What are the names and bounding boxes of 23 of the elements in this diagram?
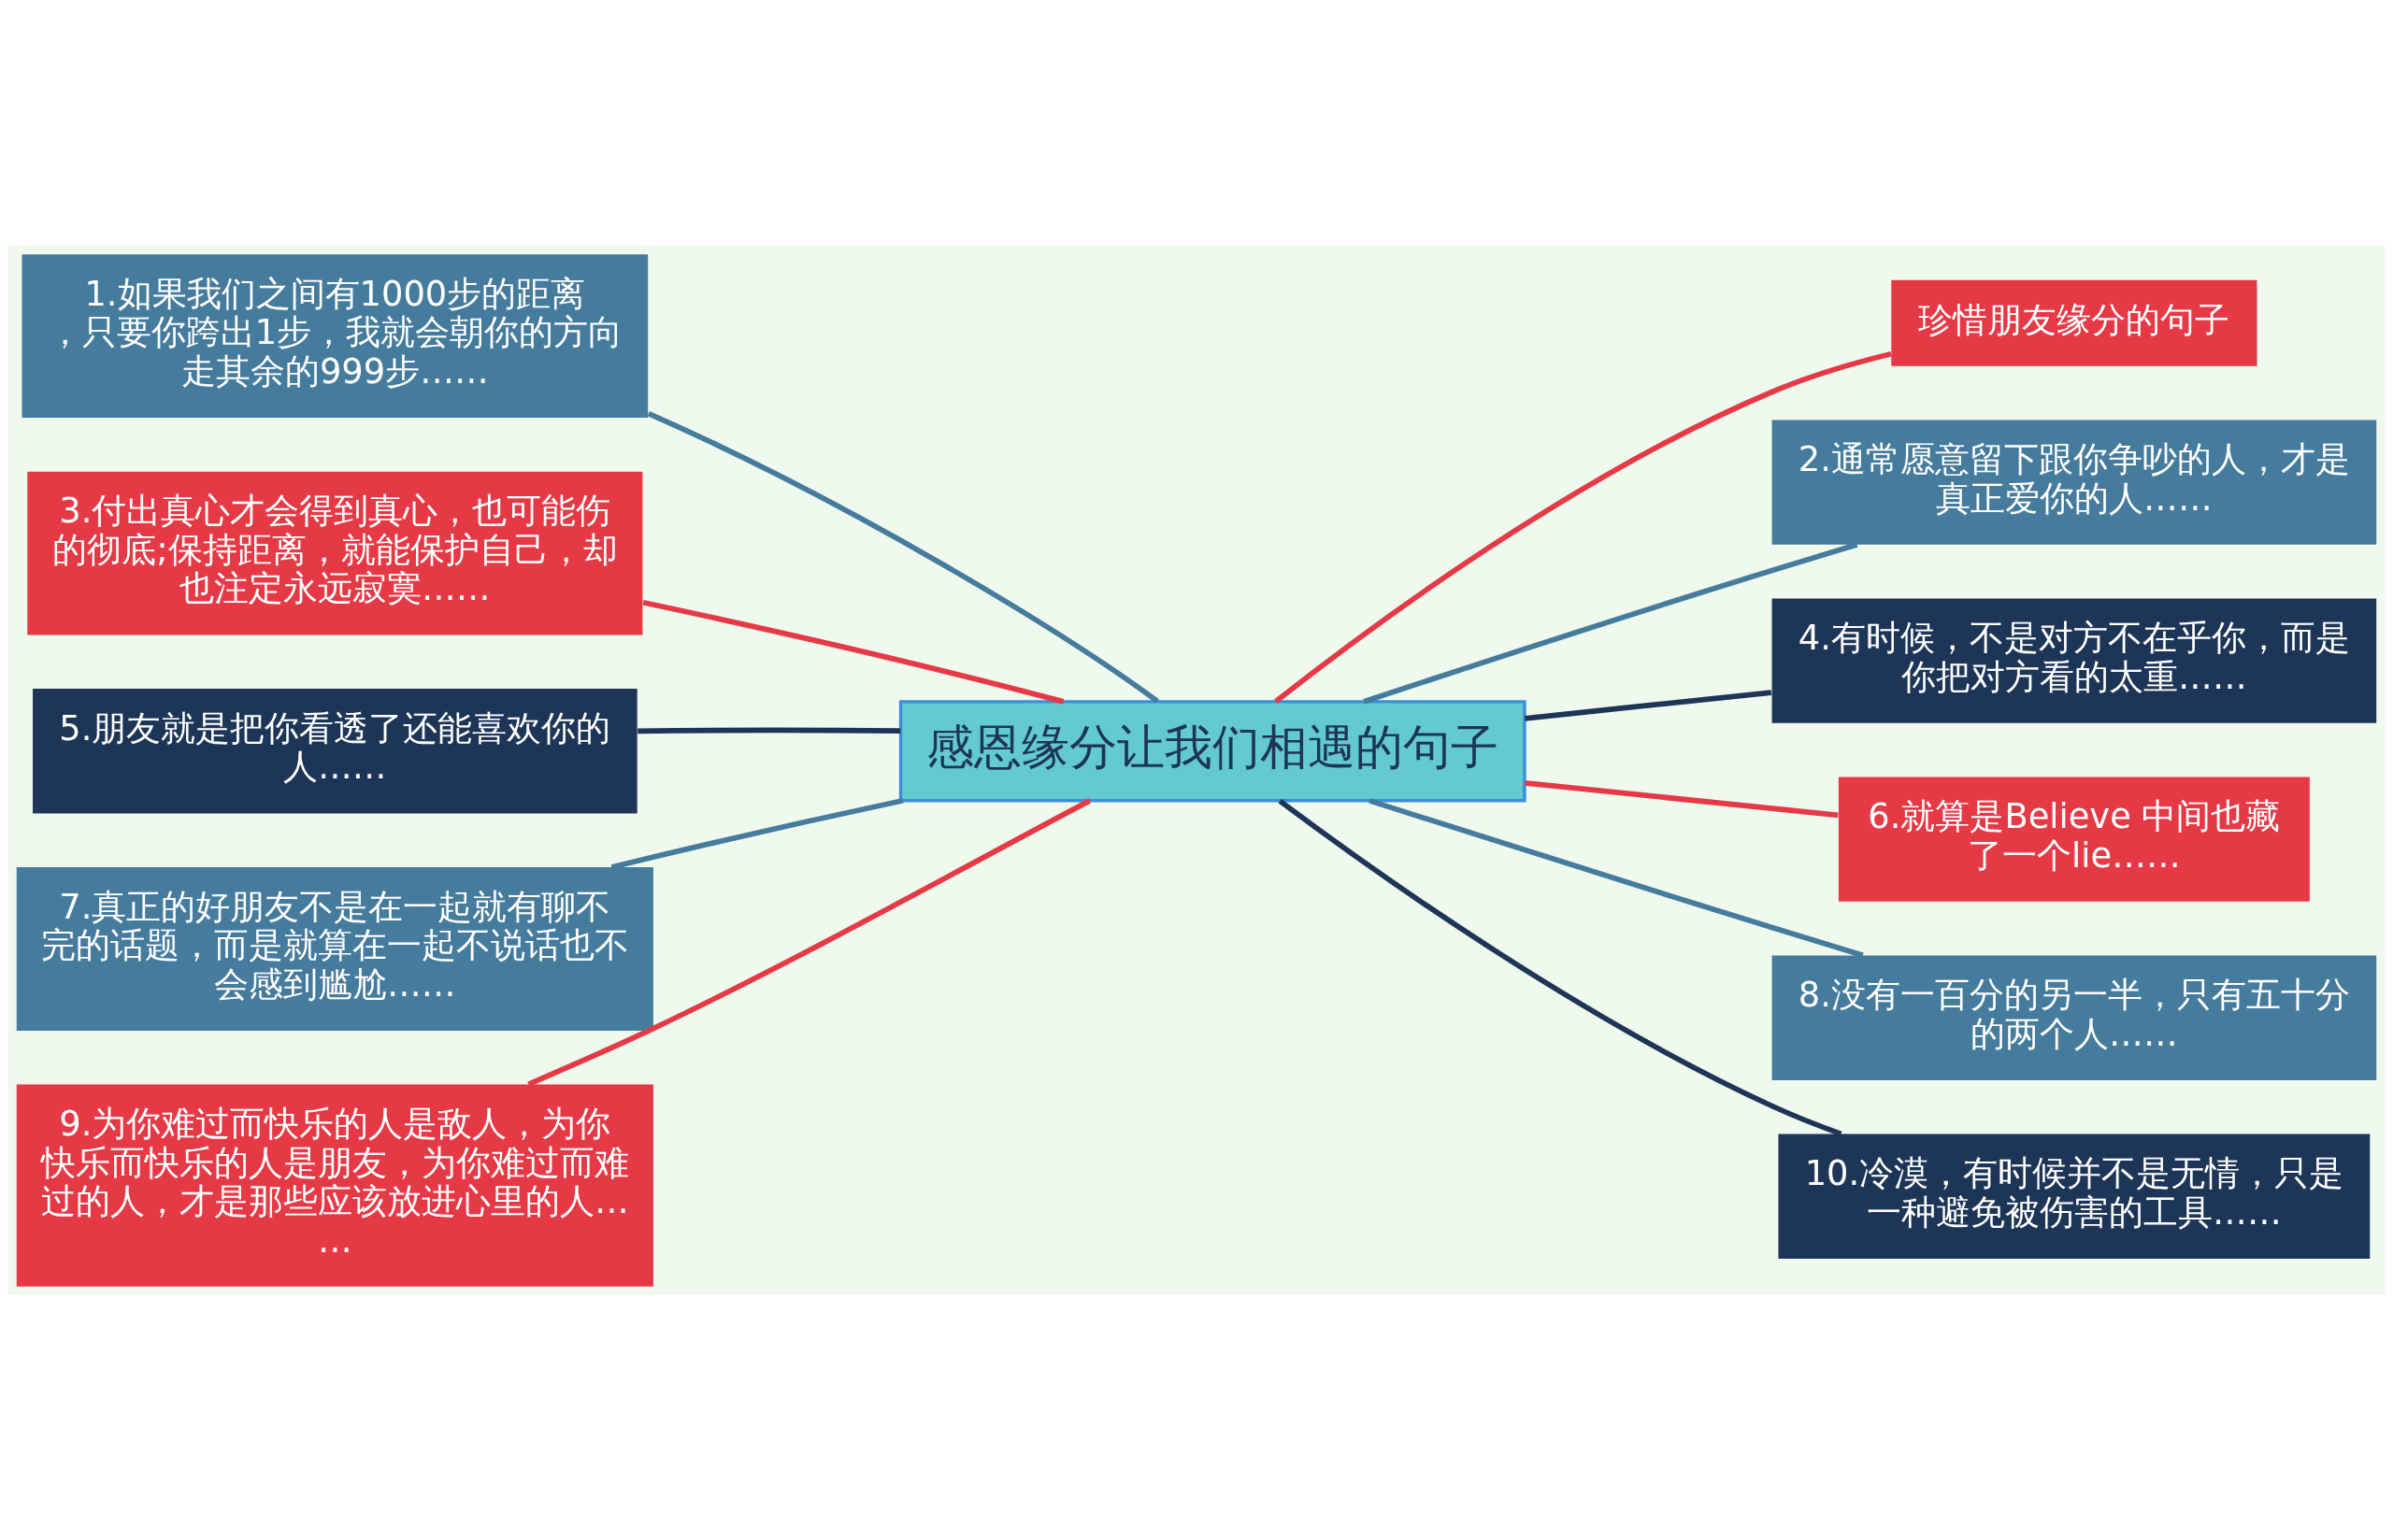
connector xyxy=(1278,798,1842,1136)
node-box: 珍惜朋友缘分的句子 xyxy=(1891,279,2257,366)
connector xyxy=(1368,797,1864,958)
node-box: 1.如果我们之间有1000步的距离，只要你跨出1步，我就会朝你的方向走其余的999步…… xyxy=(21,253,649,418)
node-box: 感恩缘分让我们相遇的句子 xyxy=(898,699,1526,802)
connector xyxy=(638,727,901,734)
node-box: 6.就算是Believe 中间也藏了一个lie…… xyxy=(1838,776,2310,902)
connector xyxy=(1525,689,1772,721)
node-box: 9.为你难过而快乐的人是敌人，为你快乐而快乐的人是朋友，为你难过而难过的人，才是那些应该放进心里的人…… xyxy=(16,1084,653,1287)
node-box: 7.真正的好朋友不是在一起就有聊不完的话题，而是就算在一起不说话也不会感到尴尬…… xyxy=(16,866,653,1031)
node-box: 10.冷漠，有时候并不是无情，只是一种避免被伤害的工具…… xyxy=(1778,1133,2371,1259)
node-box: 2.通常愿意留下跟你争吵的人，才是真正爱你的人…… xyxy=(1771,419,2377,545)
connector xyxy=(642,599,1065,705)
node-box: 3.付出真心才会得到真心，也可能伤的彻底;保持距离，就能保护自己，却也注定永远寂寞…… xyxy=(27,471,643,635)
connector xyxy=(1525,779,1839,818)
connector xyxy=(1274,350,1892,704)
connector xyxy=(527,797,1092,1087)
connector xyxy=(610,797,904,870)
connector xyxy=(1363,541,1858,704)
connector xyxy=(647,410,1159,704)
node-box: 8.没有一百分的另一半，只有五十分的两个人…… xyxy=(1771,954,2377,1080)
node-box: 4.有时候，不是对方不在乎你，而是你把对方看的太重…… xyxy=(1771,597,2377,723)
node-box: 5.朋友就是把你看透了还能喜欢你的人…… xyxy=(33,688,638,813)
